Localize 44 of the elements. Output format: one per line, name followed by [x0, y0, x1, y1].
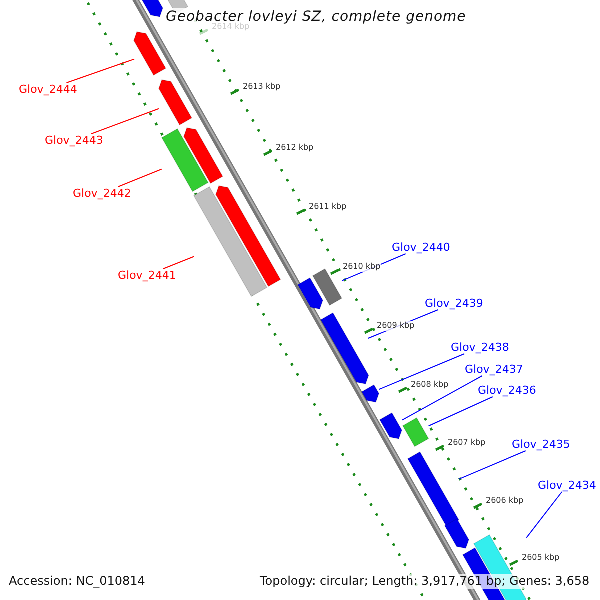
leader-line — [66, 58, 135, 84]
leader-line — [458, 450, 526, 480]
gene-feature — [403, 418, 429, 446]
gene-label: Glov_2434 — [537, 479, 598, 492]
gene-label: Glov_2444 — [18, 83, 78, 96]
scale-label: 2605 kbp — [522, 553, 560, 563]
scale-label: 2607 kbp — [448, 438, 486, 448]
gene-feature — [320, 312, 368, 384]
scale-label: 2606 kbp — [486, 496, 524, 506]
gene-feature — [162, 128, 208, 192]
leader-line — [378, 354, 466, 390]
scale-label: 2613 kbp — [243, 82, 281, 92]
gene-feature — [362, 384, 380, 402]
gene-label: Glov_2438 — [450, 341, 510, 354]
leader-line — [118, 168, 162, 188]
gene-feature — [445, 518, 470, 548]
gene-feature — [216, 186, 281, 288]
footer-text: Topology: circular; Length: 3,917,761 bp; Genes: 3,658 — [260, 574, 590, 589]
leader-line — [91, 108, 160, 134]
gene-feature — [194, 187, 268, 297]
gene-feature — [298, 278, 324, 309]
gene-label: Glov_2439 — [424, 297, 484, 310]
gene-label: Glov_2440 — [391, 241, 452, 254]
gene-label: Glov_2437 — [464, 363, 524, 376]
scale-label: 2611 kbp — [309, 202, 347, 212]
gene-feature — [158, 80, 192, 126]
scale-label: 2609 kbp — [377, 321, 415, 331]
scale-label: 2612 kbp — [276, 143, 314, 153]
gene-label: Glov_2443 — [44, 134, 104, 147]
leader-line — [162, 256, 195, 270]
gene-feature — [134, 32, 166, 76]
scale-label: 2608 kbp — [411, 380, 449, 390]
leader-line — [402, 376, 483, 421]
footer-text: Accession: NC_010814 — [9, 574, 146, 589]
gene-label: Glov_2435 — [511, 438, 572, 451]
gene-feature — [184, 128, 223, 184]
gene-feature — [380, 413, 403, 440]
gene-label: Glov_2436 — [477, 384, 538, 397]
gene-label: Glov_2441 — [117, 269, 178, 282]
leader-line — [428, 396, 494, 427]
scale-label: 2610 kbp — [343, 262, 381, 272]
gene-label: Glov_2442 — [72, 187, 132, 200]
leader-line — [526, 492, 563, 538]
gene-feature — [313, 268, 342, 306]
